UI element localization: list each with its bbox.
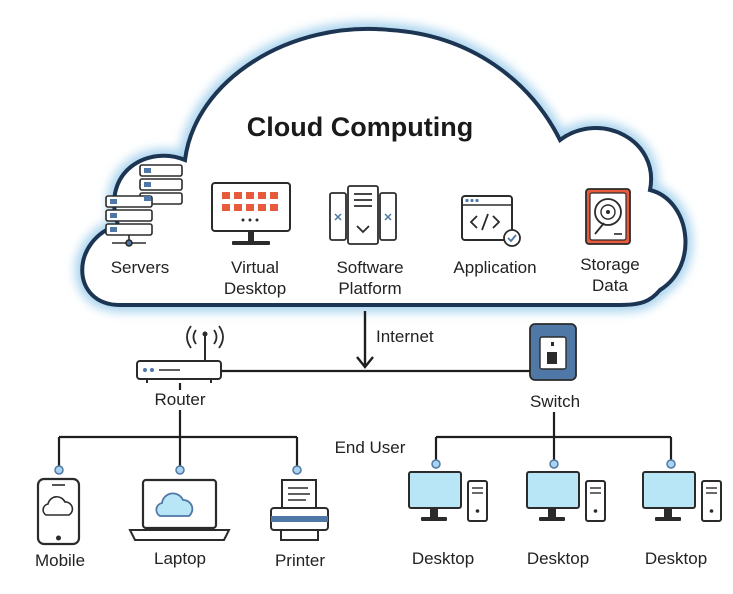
mobile-phone-icon (36, 477, 81, 546)
router-label: Router (154, 390, 206, 409)
desktop-computer-icon (408, 471, 488, 522)
desktop-computer-icon (526, 471, 606, 522)
monitor-icon (211, 182, 291, 245)
laptop-label: Laptop (154, 549, 206, 568)
mobile-label: Mobile (34, 551, 86, 570)
link-endpoints (54, 459, 676, 475)
hard-drive-icon (585, 188, 631, 245)
desktop-computer-icon (642, 471, 722, 522)
code-window-icon (461, 195, 521, 247)
software-platform-icon (329, 185, 397, 245)
internet-label: Internet (376, 327, 434, 346)
software-platform-label-line1: Software (336, 258, 404, 277)
network-links (57, 369, 673, 468)
printer-label: Printer (274, 551, 326, 570)
virtual-desktop-label-line1: Virtual (231, 258, 279, 277)
switch-icon (529, 323, 577, 381)
diagram-title: Cloud Computing (246, 112, 474, 142)
router-icon (136, 325, 224, 383)
switch-label: Switch (529, 392, 581, 411)
application-label: Application (453, 258, 537, 277)
storage-data-label-line1: Storage (580, 255, 640, 274)
servers-label: Servers (110, 258, 170, 277)
end-user-label: End User (334, 438, 406, 457)
desktop-label: Desktop (526, 549, 590, 568)
laptop-icon (128, 478, 231, 541)
storage-data-label-line2: Data (592, 276, 628, 295)
printer-icon (270, 479, 329, 541)
desktop-label: Desktop (644, 549, 708, 568)
internet-arrow (356, 311, 374, 369)
server-rack-icon (105, 164, 183, 247)
desktop-label: Desktop (411, 549, 475, 568)
virtual-desktop-label-line2: Desktop (223, 279, 287, 298)
software-platform-label-line2: Platform (338, 279, 402, 298)
